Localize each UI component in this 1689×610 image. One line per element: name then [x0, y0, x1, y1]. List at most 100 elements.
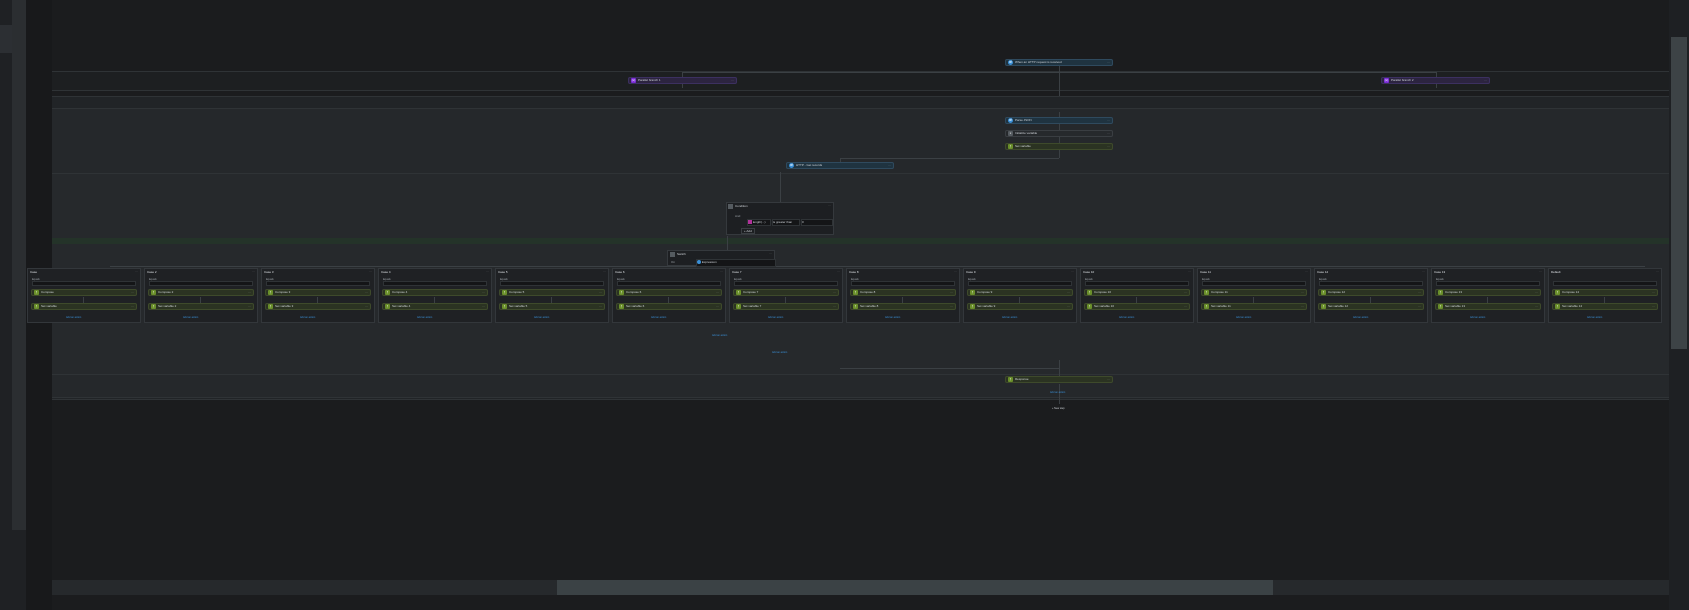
- more-options-icon[interactable]: ···: [1539, 269, 1542, 273]
- more-options-icon[interactable]: ···: [1107, 131, 1110, 135]
- case-add-action-link[interactable]: Add an action: [417, 316, 433, 319]
- vertical-scrollbar-thumb[interactable]: [1671, 37, 1687, 349]
- more-options-icon[interactable]: ···: [482, 290, 485, 294]
- new-step-button[interactable]: + New step: [1052, 407, 1065, 410]
- more-options-icon[interactable]: ···: [365, 304, 368, 308]
- switch-on-input[interactable]: Expression: [696, 259, 776, 267]
- more-options-icon[interactable]: ···: [720, 269, 723, 273]
- more-options-icon[interactable]: ···: [248, 304, 251, 308]
- trigger-card[interactable]: ⇄ When an HTTP request is received ···: [1005, 59, 1113, 66]
- condition-add-button[interactable]: + Add: [741, 228, 755, 234]
- http-action-card[interactable]: ⇄ HTTP - Get records ···: [786, 162, 894, 169]
- case-equals-input[interactable]: [500, 281, 604, 286]
- more-options-icon[interactable]: ···: [950, 290, 953, 294]
- more-options-icon[interactable]: ···: [1301, 304, 1304, 308]
- case-add-action-link[interactable]: Add an action: [1470, 316, 1486, 319]
- left-panel-toggle[interactable]: [0, 25, 12, 53]
- condition-left-operand[interactable]: length(...): [747, 219, 771, 226]
- action-card[interactable]: ⇄ Parse JSON ···: [1005, 117, 1113, 124]
- case-add-action-link[interactable]: Add an action: [66, 316, 82, 319]
- more-options-icon[interactable]: ···: [599, 304, 602, 308]
- case-add-action-link[interactable]: Add an action: [1353, 316, 1369, 319]
- action-card[interactable]: ƒ Set variable ···: [1005, 143, 1113, 150]
- more-options-icon[interactable]: ···: [131, 304, 134, 308]
- branch-left-card[interactable]: {x} Parallel branch 1 ···: [628, 77, 737, 84]
- more-options-icon[interactable]: ···: [1652, 304, 1655, 308]
- case-add-action-link[interactable]: Add an action: [183, 316, 199, 319]
- case-equals-input[interactable]: [851, 281, 955, 286]
- more-options-icon[interactable]: ···: [131, 290, 134, 294]
- more-options-icon[interactable]: ···: [1107, 377, 1110, 381]
- more-options-icon[interactable]: ···: [248, 290, 251, 294]
- more-options-icon[interactable]: ···: [1107, 144, 1110, 148]
- left-panel-scrollbar[interactable]: [12, 0, 26, 530]
- condition-card[interactable]: Condition ··· And length(...) is greater…: [726, 202, 834, 235]
- case-add-action-link[interactable]: Add an action: [1002, 316, 1018, 319]
- more-options-icon[interactable]: ···: [1301, 290, 1304, 294]
- branch-right-card[interactable]: {x} Parallel branch 2 ···: [1381, 77, 1490, 84]
- more-options-icon[interactable]: ···: [135, 269, 138, 273]
- case-equals-input[interactable]: [1436, 281, 1540, 286]
- case-equals-input[interactable]: [383, 281, 487, 286]
- more-options-icon[interactable]: ···: [1067, 290, 1070, 294]
- case-equals-input[interactable]: [1085, 281, 1189, 286]
- case-add-action-link[interactable]: Add an action: [651, 316, 667, 319]
- more-options-icon[interactable]: ···: [1184, 290, 1187, 294]
- more-options-icon[interactable]: ···: [888, 163, 891, 167]
- final-add-action-link[interactable]: Add an action: [1050, 391, 1066, 394]
- case-add-action-link[interactable]: Add an action: [1236, 316, 1252, 319]
- condition-operator-select[interactable]: is greater than: [772, 219, 800, 226]
- switch-add-action-link[interactable]: Add an action: [712, 334, 728, 337]
- case-equals-input[interactable]: [617, 281, 721, 286]
- condition-right-operand[interactable]: 0: [801, 219, 833, 226]
- more-options-icon[interactable]: ···: [369, 269, 372, 273]
- case-equals-input[interactable]: [149, 281, 253, 286]
- more-options-icon[interactable]: ···: [1652, 290, 1655, 294]
- more-options-icon[interactable]: ···: [833, 290, 836, 294]
- more-options-icon[interactable]: ···: [833, 304, 836, 308]
- more-options-icon[interactable]: ···: [716, 290, 719, 294]
- more-options-icon[interactable]: ···: [365, 290, 368, 294]
- more-options-icon[interactable]: ···: [1418, 304, 1421, 308]
- case-equals-input[interactable]: [1553, 281, 1657, 286]
- more-options-icon[interactable]: ···: [1071, 269, 1074, 273]
- final-action-card[interactable]: ƒ Response ···: [1005, 376, 1113, 383]
- more-options-icon[interactable]: ···: [769, 251, 772, 255]
- more-options-icon[interactable]: ···: [828, 203, 831, 207]
- switch-card[interactable]: Switch ··· On Expression: [667, 250, 776, 267]
- case-add-action-link[interactable]: Add an action: [885, 316, 901, 319]
- case-equals-input[interactable]: [1319, 281, 1423, 286]
- case-equals-input[interactable]: [1202, 281, 1306, 286]
- more-options-icon[interactable]: ···: [954, 269, 957, 273]
- horizontal-scrollbar-thumb[interactable]: [557, 580, 1273, 595]
- more-options-icon[interactable]: ···: [1418, 290, 1421, 294]
- case-add-action-link[interactable]: Add an action: [300, 316, 316, 319]
